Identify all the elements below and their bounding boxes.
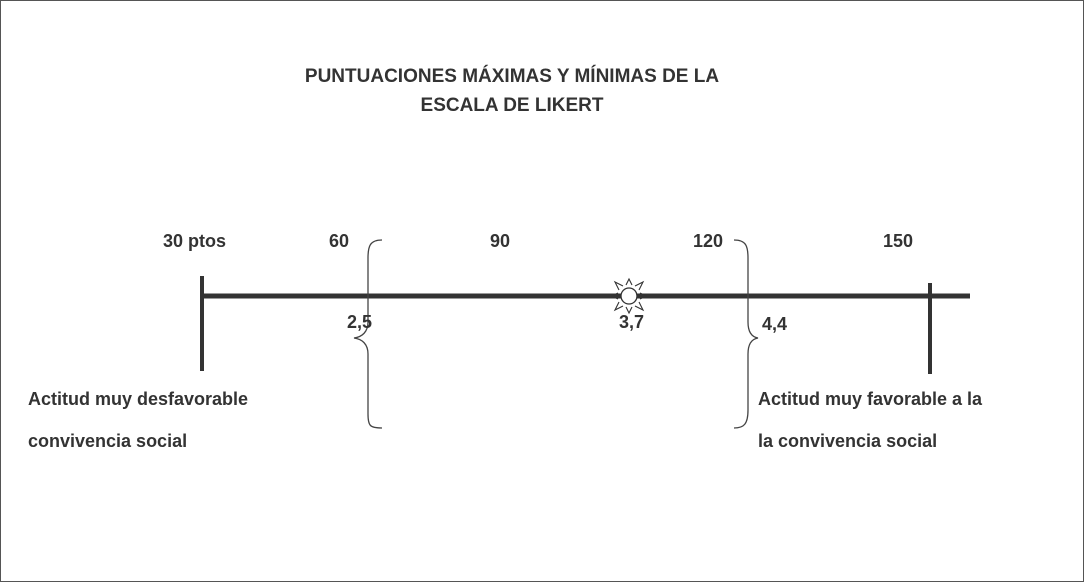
scale-label-90: 90: [490, 231, 511, 251]
diagram-title: PUNTUACIONES MÁXIMAS Y MÍNIMAS DE LA ESC…: [0, 62, 1024, 120]
scale-label-30: 30 ptos: [163, 231, 227, 251]
right-brace: [733, 239, 759, 429]
scale-label-120: 120: [693, 231, 724, 251]
caption-left-line-1: Actitud muy desfavorable: [28, 389, 249, 409]
scale-value-4-4: 4,4: [762, 314, 788, 334]
caption-left-line-2: convivencia social: [28, 431, 188, 451]
title-line-2: ESCALA DE LIKERT: [420, 95, 604, 116]
scale-value-2-5: 2,5: [347, 312, 373, 332]
left-brace: [353, 239, 383, 429]
scale-value-3-7: 3,7: [619, 312, 645, 332]
caption-right-line-2: la convivencia social: [758, 431, 938, 451]
scale-label-60: 60: [329, 231, 350, 251]
sun-icon: [610, 277, 648, 315]
caption-right-line-1: Actitud muy favorable a la: [758, 389, 983, 409]
scale-label-150: 150: [883, 231, 914, 251]
title-line-1: PUNTUACIONES MÁXIMAS Y MÍNIMAS DE LA: [304, 66, 720, 87]
